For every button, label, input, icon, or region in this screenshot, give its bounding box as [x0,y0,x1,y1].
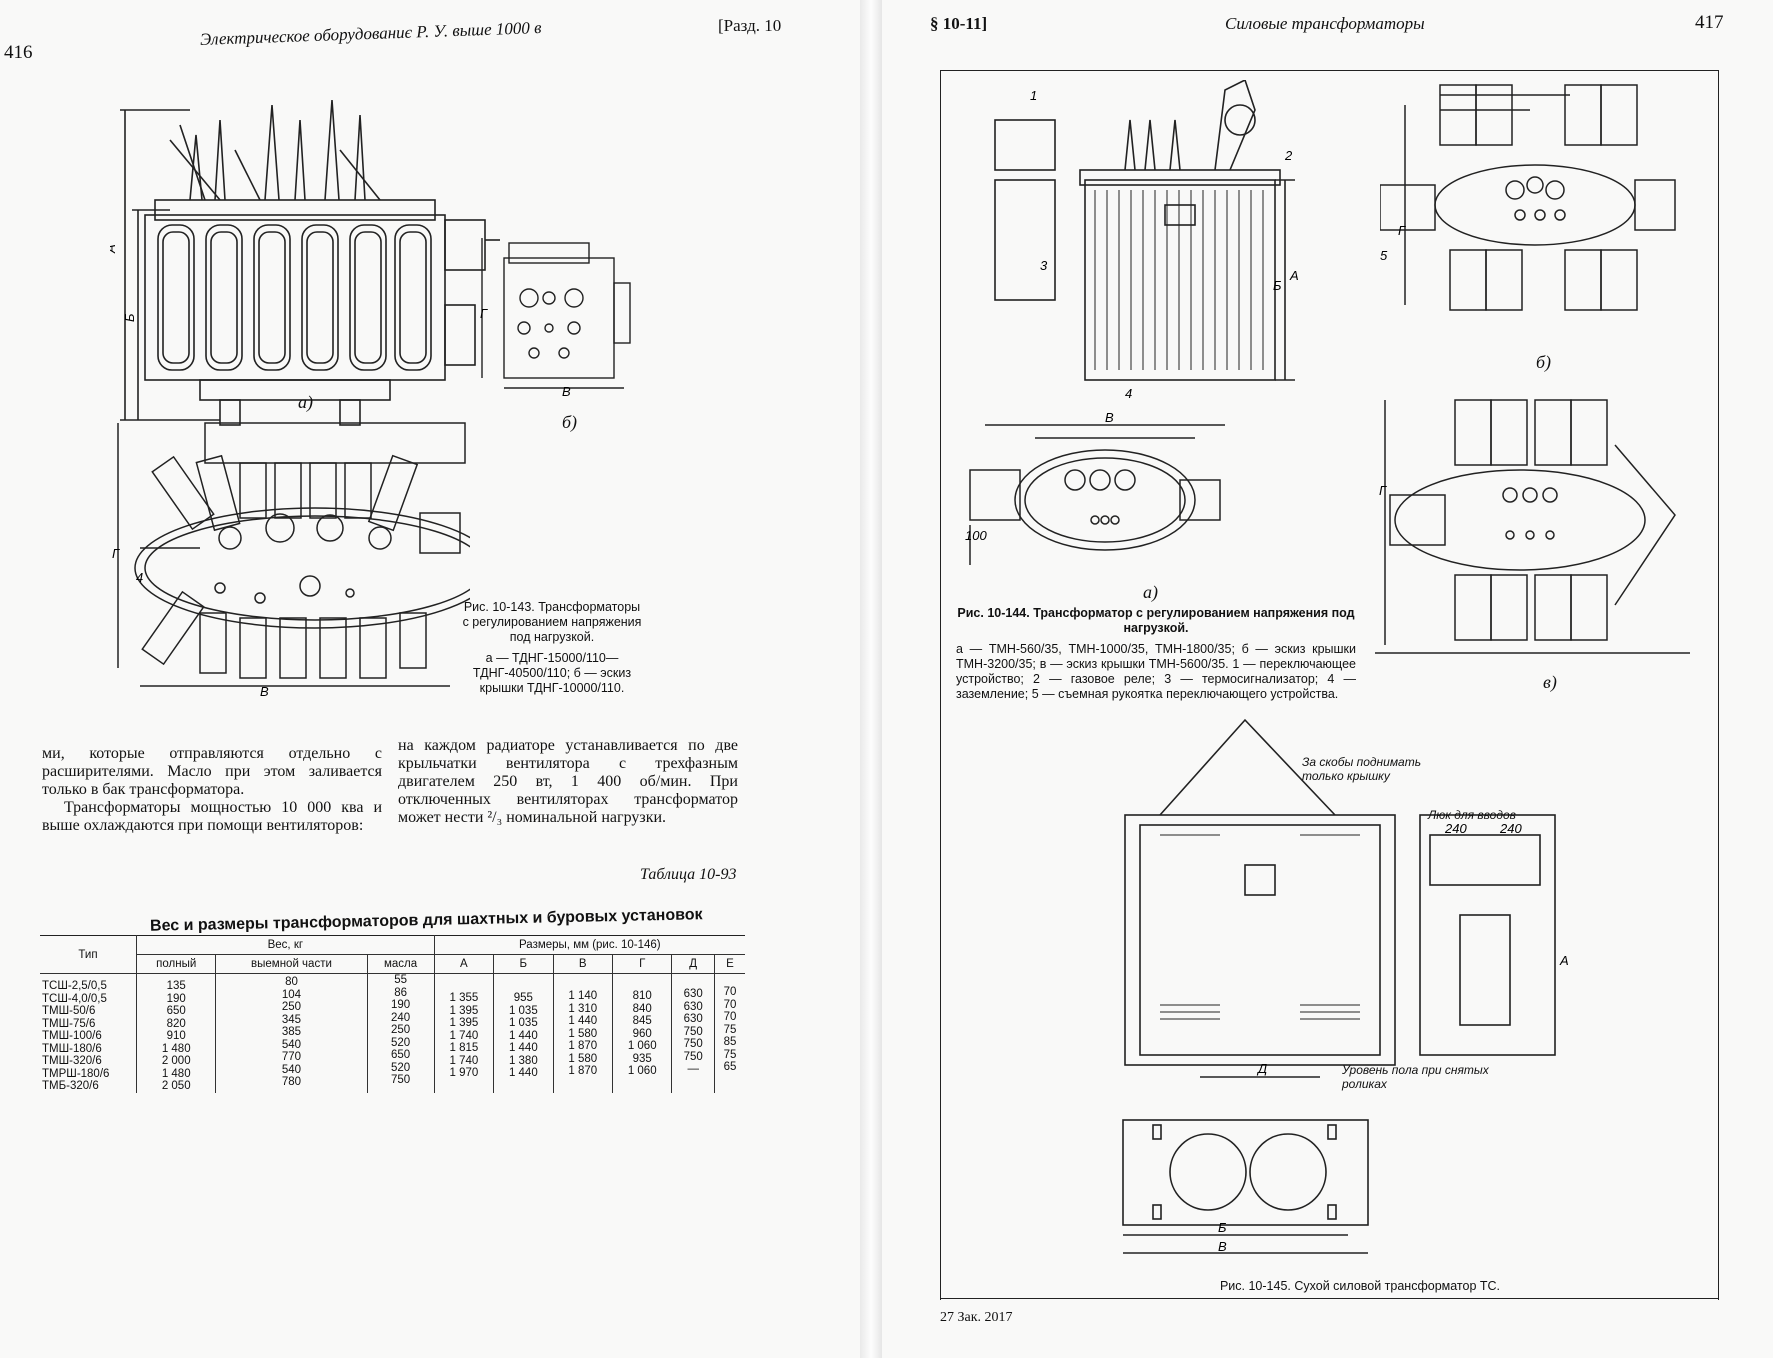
col-weight-removable: 80 104 250 345 385 540 770 540 780 [215,973,368,1093]
fig143-caption: Рис. 10-143. Трансформаторы с регулирова… [462,600,642,696]
note-lift: За скобы поднимать только крышку [1302,755,1422,783]
th-dim-v: В [552,954,613,974]
svg-text:4: 4 [136,570,143,585]
fig144b-drawing: Г 5 [1380,75,1680,345]
right-page [870,0,1773,1358]
svg-text:В: В [1218,1239,1227,1254]
fig145-front-drawing: А Д 240 240 [1120,715,1640,1085]
table-number: Таблица 10-93 [640,866,737,883]
fig144-sub-b: б) [1536,352,1552,372]
svg-text:Б: Б [1273,278,1282,293]
fig144a-plan-drawing: 100 В [965,410,1245,580]
fig143-sub-b: б) [562,412,578,432]
note-hatch: Люк для вводов [1428,808,1516,822]
fig145-plan-drawing: Б В [1118,1115,1378,1260]
th-dim-b: Б [493,954,554,974]
col-dim-g: 810 840 845 960 1 060 935 1 060 [611,973,672,1093]
page-number-left: 416 [4,42,33,63]
svg-text:240: 240 [1444,821,1467,836]
svg-text:3: 3 [1040,258,1048,273]
dim-b-label: Б [122,313,137,322]
fig144v-drawing: Г [1375,395,1705,665]
th-dims-group: Размеры, мм (рис. 10-146) [433,935,745,955]
svg-text:В: В [260,684,269,698]
svg-text:В: В [1105,410,1114,425]
running-title-right: Силовые трансформаторы [1225,14,1425,33]
svg-text:4: 4 [1125,386,1132,400]
svg-text:А: А [1559,953,1569,968]
col-dim-a: 1 355 1 395 1 395 1 740 1 815 1 740 1 97… [433,973,494,1093]
section-right: § 10-11] [930,14,988,33]
frame-top-line [940,70,1719,71]
dim-a-label: А [110,244,118,254]
th-dim-g: Г [611,954,672,974]
frame-bottom-line [940,1298,1719,1299]
th-dim-a: А [433,954,494,974]
text-column-2: на каждом радиаторе устанавливается по д… [398,737,738,827]
fig143-plan-drawing: Г В 4 [100,418,470,698]
fig144-sub-v: в) [1543,672,1557,692]
svg-text:Б: Б [1218,1220,1227,1235]
svg-text:1: 1 [1030,88,1037,103]
note-floor: Уровень пола при снятых роликах [1342,1063,1489,1091]
col-dim-v: 1 140 1 310 1 440 1 580 1 870 1 580 1 87… [552,973,613,1093]
fig144-sub-a: а) [1143,582,1158,602]
svg-text:Г: Г [1379,483,1387,498]
th-weight-removable: выемной части [215,954,368,974]
svg-text:Г: Г [1398,223,1406,238]
th-weight-oil: масла [366,954,435,974]
fig144-caption: Рис. 10-144. Трансформатор с регулирован… [956,606,1356,702]
frame-left-line [940,70,941,1300]
svg-text:Д: Д [1256,1061,1267,1076]
th-weight-group: Вес, кг [136,935,435,955]
text-col2-p1: на каждом радиаторе устанавливается по д… [398,737,738,826]
fig143a-drawing: А Б [110,80,500,460]
col-types: ТСШ-2,5/0,5 ТСШ-4,0/0,5 ТМШ-50/6 ТМШ-75/… [42,980,110,1092]
page-number-right: 417 [1695,12,1724,33]
th-dim-d: Д [671,954,715,974]
th-weight-full: полный [135,954,216,974]
text-col1-p2: Трансформаторы мощностью 10 000 ква и вы… [42,799,382,834]
svg-text:2: 2 [1284,148,1293,163]
section-left: [Разд. 10 [718,16,782,35]
text-col1-p1: ми, которые отправляются отдельно с расш… [42,745,382,798]
svg-text:100: 100 [965,528,987,543]
col-weight-full: 135 190 650 820 910 1 480 2 000 1 480 2 … [135,973,216,1093]
fig143b-drawing: Г В [474,228,634,398]
col-weight-oil: 55 86 190 240 250 520 650 520 750 [366,973,435,1093]
frame-right-line [1718,70,1719,1300]
fig143-caption-title: Рис. 10-143. Трансформаторы с регулирова… [462,600,642,644]
fig144a-drawing: А Б 1 2 3 4 [985,80,1315,400]
svg-text:240: 240 [1499,821,1522,836]
col-dim-d: 630 630 630 750 750 750 — [671,973,715,1093]
footer-order: 27 Зак. 2017 [940,1310,1013,1325]
svg-text:Г: Г [480,306,488,321]
fig144-caption-title: Рис. 10-144. Трансформатор с регулирован… [957,606,1355,635]
svg-text:В: В [562,384,571,398]
fig143-caption-note: а — ТДНГ-15000/110—ТДНГ-40500/110; б — э… [472,651,632,695]
th-dim-e: Е [713,954,745,974]
th-type: Тип [40,935,137,974]
fig144-caption-note: а — ТМН-560/35, ТМН-1000/35, ТМН-1800/35… [956,642,1356,701]
col-dim-b: 955 1 035 1 035 1 440 1 440 1 380 1 440 [493,973,554,1093]
svg-text:А: А [1289,268,1299,283]
col-dim-e: 70 70 70 75 85 75 65 [713,973,745,1093]
svg-text:Г: Г [112,546,120,561]
text-column-1: ми, которые отправляются отдельно с расш… [42,745,382,835]
fig143-sub-a: а) [298,392,313,412]
svg-text:5: 5 [1380,248,1388,263]
spec-table: Тип Вес, кг Размеры, мм (рис. 10-146) по… [40,935,745,1093]
book-gutter [860,0,882,1358]
fig145-caption: Рис. 10-145. Сухой силовой трансформатор… [1219,1279,1501,1293]
